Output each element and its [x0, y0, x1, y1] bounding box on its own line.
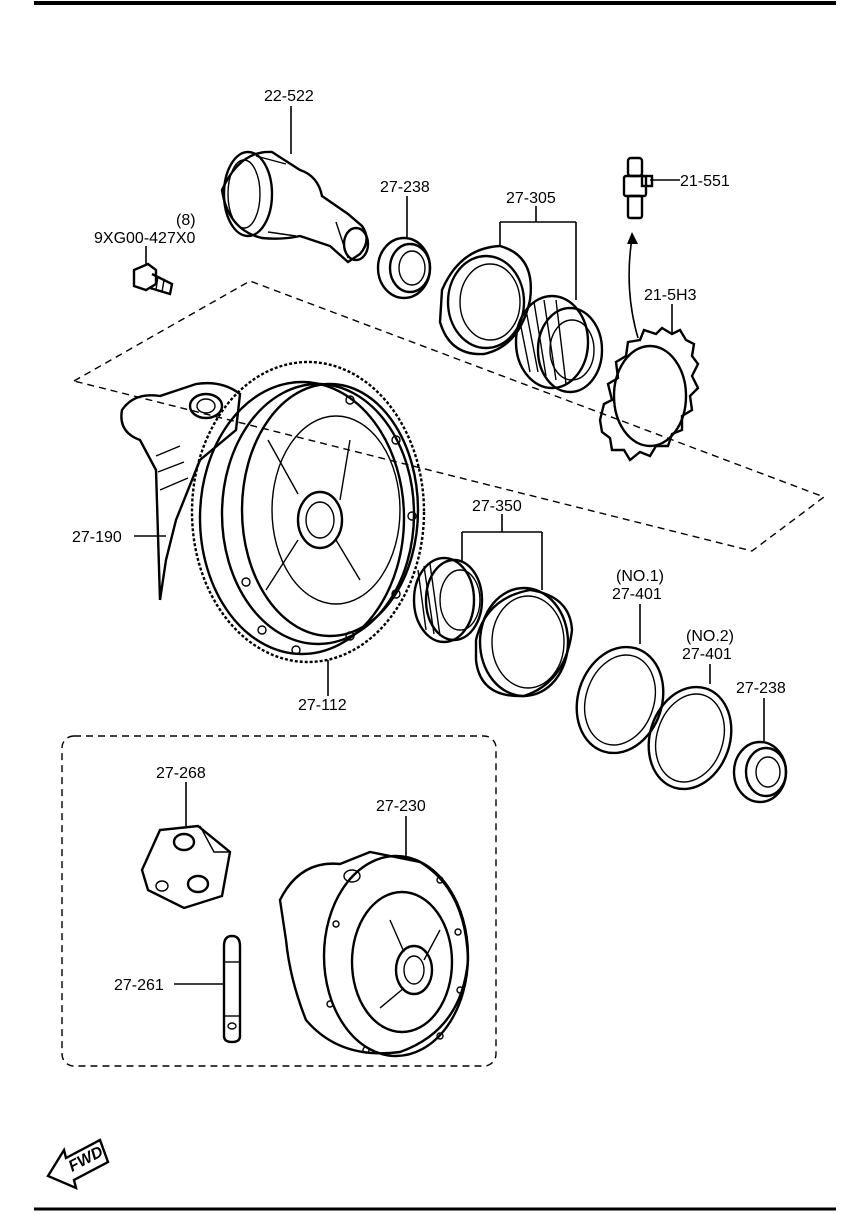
label-27-401-no1: 27-401	[612, 586, 662, 603]
leader-lines	[134, 106, 765, 985]
label-27-112: 27-112	[298, 697, 347, 714]
part-27-305-bearing	[438, 244, 604, 394]
part-27-261-pinion-shaft	[222, 934, 242, 1044]
lower-dashed-boundary	[61, 735, 497, 1067]
part-27-268-pinion-block	[140, 824, 232, 910]
label-27-230: 27-230	[376, 798, 426, 815]
part-27-401-shim-no2	[647, 685, 733, 791]
label-no2: (NO.2)	[686, 628, 734, 645]
part-27-190-differential-case	[120, 381, 242, 601]
part-9xg00-427x0-bolt	[132, 262, 174, 296]
part-27-238-oil-seal-upper	[376, 236, 432, 300]
part-27-112-ring-gear	[190, 360, 426, 664]
part-22-522-drive-shaft	[220, 150, 370, 264]
label-27-305: 27-305	[506, 190, 556, 207]
part-27-238-oil-seal-lower	[732, 740, 788, 804]
part-21-5h3-sensor-rotor	[598, 326, 700, 462]
upper-dashed-boundary	[72, 280, 826, 552]
label-27-401-no2: 27-401	[682, 646, 732, 663]
label-27-190: 27-190	[72, 529, 122, 546]
label-22-522: 22-522	[264, 88, 314, 105]
label-bolt-qty: (8)	[176, 212, 196, 229]
label-27-350: 27-350	[472, 498, 522, 515]
label-27-238-upper: 27-238	[380, 179, 430, 196]
label-no1: (NO.1)	[616, 568, 664, 585]
label-27-261: 27-261	[114, 977, 164, 994]
label-9xg00-427x0: 9XG00-427X0	[94, 230, 196, 247]
part-21-551-speed-sensor	[622, 156, 654, 339]
label-27-268: 27-268	[156, 765, 206, 782]
part-27-230-differential-case	[278, 850, 470, 1058]
label-27-238-lower: 27-238	[736, 680, 786, 697]
part-27-350-bearing	[412, 556, 574, 698]
label-21-5h3: 21-5H3	[644, 287, 697, 304]
part-27-401-shim-no1	[575, 645, 665, 755]
fwd-arrow-icon: FWD	[46, 1138, 110, 1191]
label-21-551: 21-551	[680, 173, 730, 190]
